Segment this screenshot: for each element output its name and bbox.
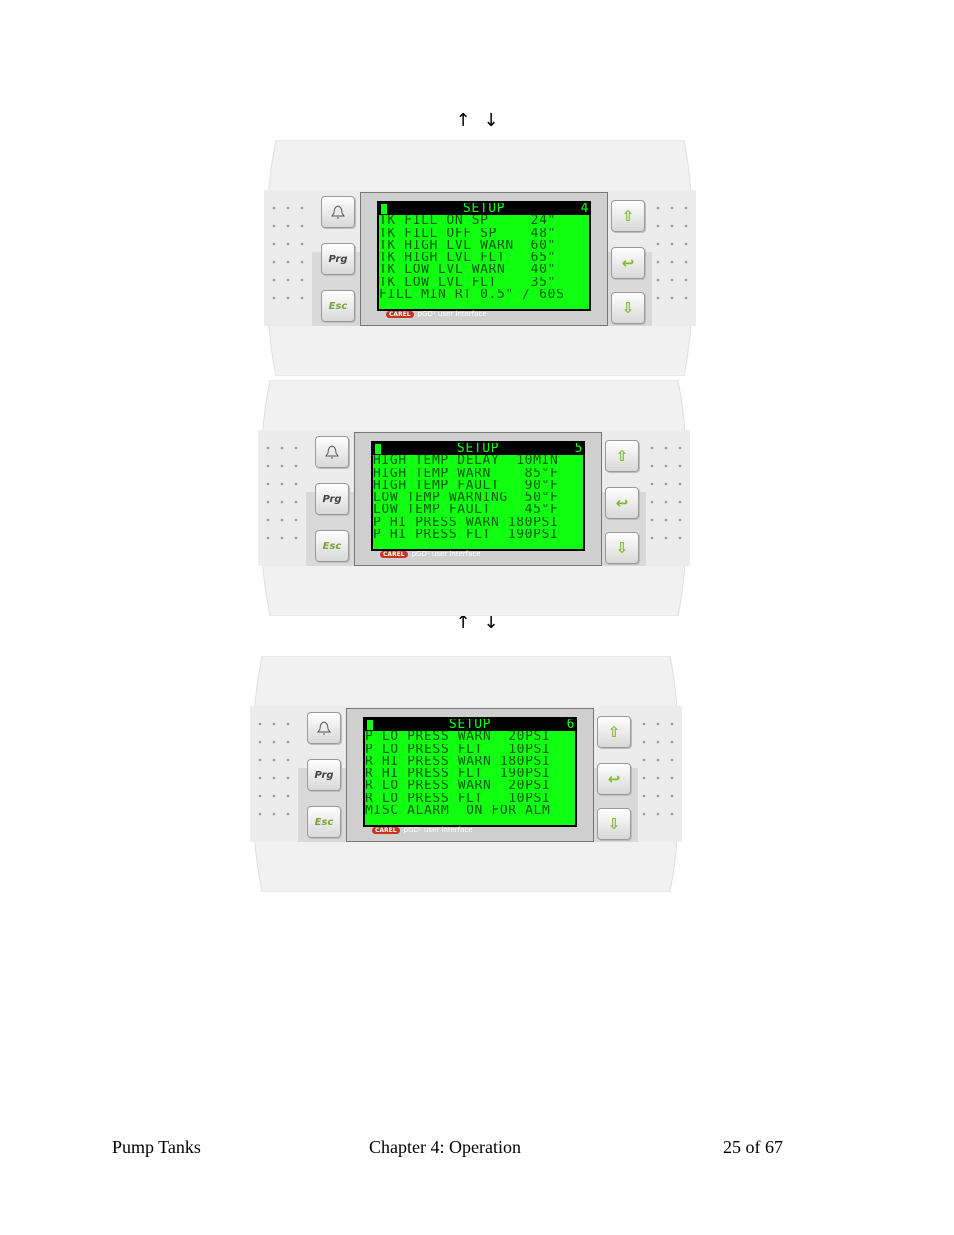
setting-line: P LO PRESS WARN 20PSI (365, 731, 551, 744)
enter-button[interactable]: ↩ (597, 763, 631, 795)
screen-header: SETUP 4 (379, 203, 589, 216)
alarm-button[interactable] (315, 436, 349, 468)
pgd-terminal-3: Prg Esc SETUP 6 P LO PRESS WARN 20PSI P L… (250, 656, 682, 892)
esc-button[interactable]: Esc (321, 290, 355, 322)
brand-text: pGD¹ user interface (417, 310, 487, 318)
alarm-button[interactable] (321, 196, 355, 228)
down-button[interactable]: ⇩ (605, 532, 639, 564)
setting-line: R HI PRESS FLT 190PSI (365, 768, 551, 781)
setting-line: R LO PRESS FLT 10PSI (365, 792, 551, 806)
carel-logo: CAREL (372, 826, 400, 834)
setting-line: TK FILL OFF SP 48" (379, 227, 556, 240)
bell-icon (325, 445, 339, 459)
nav-arrows-middle: ↑↓ (449, 612, 505, 633)
footer-center: Chapter 4: Operation (369, 1137, 521, 1157)
prg-button[interactable]: Prg (315, 483, 349, 515)
setting-line: MISC ALARM ON FOR ALM (365, 805, 551, 818)
setting-line: R HI PRESS WARN 180PSI (365, 755, 551, 769)
down-button[interactable]: ⇩ (597, 808, 631, 840)
up-button[interactable]: ⇧ (605, 440, 639, 472)
up-arrow-icon: ↑ (455, 612, 471, 633)
brand-text: pGD¹ user interface (411, 550, 481, 558)
enter-icon: ↩ (621, 254, 635, 272)
setting-line: HIGH TEMP WARN 85°F (373, 467, 559, 480)
setting-line: P HI PRESS WARN 180PSI (373, 516, 559, 530)
setting-line: TK HIGH LVL FLT 65" (379, 252, 556, 265)
setting-line: LOW TEMP WARNING 50°F (373, 492, 559, 505)
brand-text: pGD¹ user interface (403, 826, 473, 834)
setting-line: FILL MIN RT 0.5" / 60S (379, 289, 565, 302)
screen-title: SETUP (448, 719, 492, 732)
setting-line: TK HIGH LVL WARN 60" (379, 239, 556, 253)
pgd-terminal-2: Prg Esc SETUP 5 HIGH TEMP DELAY 10MIN HIG… (258, 380, 690, 616)
up-icon: ⇧ (607, 723, 621, 741)
down-arrow-icon: ↓ (483, 110, 499, 131)
up-button[interactable]: ⇧ (597, 716, 631, 748)
setting-line: P HI PRESS FLT 190PSI (373, 529, 559, 542)
screen-title: SETUP (462, 203, 506, 216)
enter-icon: ↩ (607, 770, 621, 788)
alarm-button[interactable] (307, 712, 341, 744)
setting-line: P LO PRESS FLT 10PSI (365, 743, 551, 756)
setting-line: HIGH TEMP FAULT 90°F (373, 479, 559, 493)
screen-header: SETUP 6 (365, 719, 575, 732)
screen-page-number: 6 (566, 719, 575, 732)
bell-icon (317, 721, 331, 735)
footer-left: Pump Tanks (112, 1137, 201, 1157)
prg-button[interactable]: Prg (321, 243, 355, 275)
esc-button[interactable]: Esc (307, 806, 341, 838)
setting-line: LOW TEMP FAULT 45°F (373, 504, 559, 517)
setting-line: TK FILL ON SP 24" (379, 215, 556, 228)
setting-line: HIGH TEMP DELAY 10MIN (373, 455, 559, 468)
down-button[interactable]: ⇩ (611, 292, 645, 324)
enter-button[interactable]: ↩ (605, 487, 639, 519)
prg-button[interactable]: Prg (307, 759, 341, 791)
carel-logo: CAREL (380, 550, 408, 558)
esc-button[interactable]: Esc (315, 530, 349, 562)
up-arrow-icon: ↑ (455, 110, 471, 131)
footer-page-number: 25 of 67 (723, 1137, 783, 1157)
bell-icon (331, 205, 345, 219)
screen-title: SETUP (456, 443, 500, 456)
enter-icon: ↩ (615, 494, 629, 512)
nav-arrows-top: ↑↓ (449, 110, 505, 131)
screen-page-number: 4 (580, 203, 589, 216)
lcd-screen: SETUP 6 P LO PRESS WARN 20PSI P LO PRESS … (363, 717, 577, 827)
up-icon: ⇧ (621, 207, 635, 225)
screen-page-number: 5 (574, 443, 583, 456)
lcd-screen: SETUP 5 HIGH TEMP DELAY 10MIN HIGH TEMP W… (371, 441, 585, 551)
pgd-terminal-1: Prg Esc SETUP 4 TK FILL ON SP 24" TK FILL… (264, 140, 696, 376)
setting-line: TK LOW LVL WARN 40" (379, 264, 556, 277)
setting-line: TK LOW LVL FLT 35" (379, 276, 556, 290)
up-icon: ⇧ (615, 447, 629, 465)
down-icon: ⇩ (607, 815, 621, 833)
down-icon: ⇩ (621, 299, 635, 317)
down-icon: ⇩ (615, 539, 629, 557)
enter-button[interactable]: ↩ (611, 247, 645, 279)
setting-line: R LO PRESS WARN 20PSI (365, 780, 551, 793)
lcd-screen: SETUP 4 TK FILL ON SP 24" TK FILL OFF SP … (377, 201, 591, 311)
up-button[interactable]: ⇧ (611, 200, 645, 232)
carel-logo: CAREL (386, 310, 414, 318)
down-arrow-icon: ↓ (483, 612, 499, 633)
screen-header: SETUP 5 (373, 443, 583, 456)
